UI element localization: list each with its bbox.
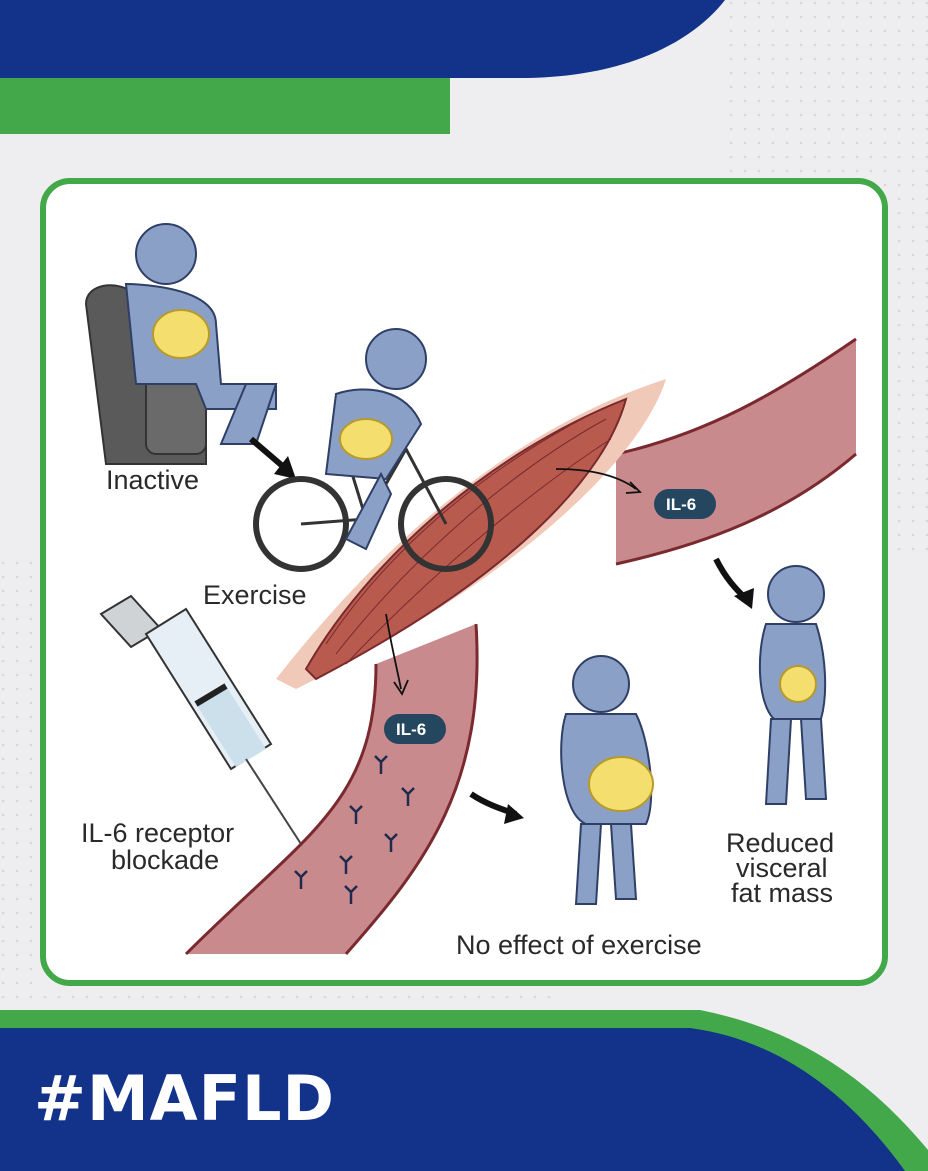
hashtag-label: #MAFLD <box>34 1062 335 1135</box>
footer-navy-shape <box>0 1028 905 1171</box>
exercise-person <box>324 328 427 551</box>
no-effect-person <box>560 655 654 905</box>
label-reduced-line3: fat mass <box>731 878 833 908</box>
lower-blood-vessel <box>184 623 479 956</box>
svg-text:IL-6: IL-6 <box>396 720 426 739</box>
label-blockade-line2: blockade <box>111 845 219 875</box>
label-inactive: Inactive <box>106 465 199 495</box>
header-green-bar <box>0 78 450 134</box>
il6-exercise-diagram: Inactive Exercise IL-6 IL-6 <box>81 223 857 960</box>
muscle <box>276 379 666 689</box>
label-exercise: Exercise <box>203 580 307 610</box>
il6-badge-lower: IL-6 <box>384 714 446 744</box>
svg-text:IL-6: IL-6 <box>666 495 696 514</box>
exercise-fat <box>339 418 393 460</box>
upper-blood-vessel <box>615 337 857 566</box>
arrow-muscle-to-upper-vessel <box>555 468 637 490</box>
arrow-inactive-to-exercise <box>249 436 288 472</box>
label-reduced-line2: visceral <box>736 853 828 883</box>
footer-band <box>0 1010 928 1171</box>
figure-card: Inactive Exercise IL-6 IL-6 <box>40 178 888 986</box>
label-reduced-line1: Reduced <box>726 828 834 858</box>
il6-badge-upper: IL-6 <box>654 489 716 519</box>
syringe-icon <box>99 594 302 845</box>
label-no-effect: No effect of exercise <box>456 930 702 960</box>
reduced-fat-person <box>758 565 828 805</box>
inactive-person <box>124 223 278 445</box>
header-band <box>0 0 725 134</box>
reduced-fat <box>779 665 817 703</box>
inactive-fat <box>152 309 210 359</box>
label-blockade-line1: IL-6 receptor <box>81 818 234 848</box>
arrow-muscle-to-lower-vessel <box>385 613 402 690</box>
header-navy-shape <box>0 0 725 78</box>
no-effect-fat <box>588 756 654 812</box>
antibody-icons <box>294 755 415 904</box>
